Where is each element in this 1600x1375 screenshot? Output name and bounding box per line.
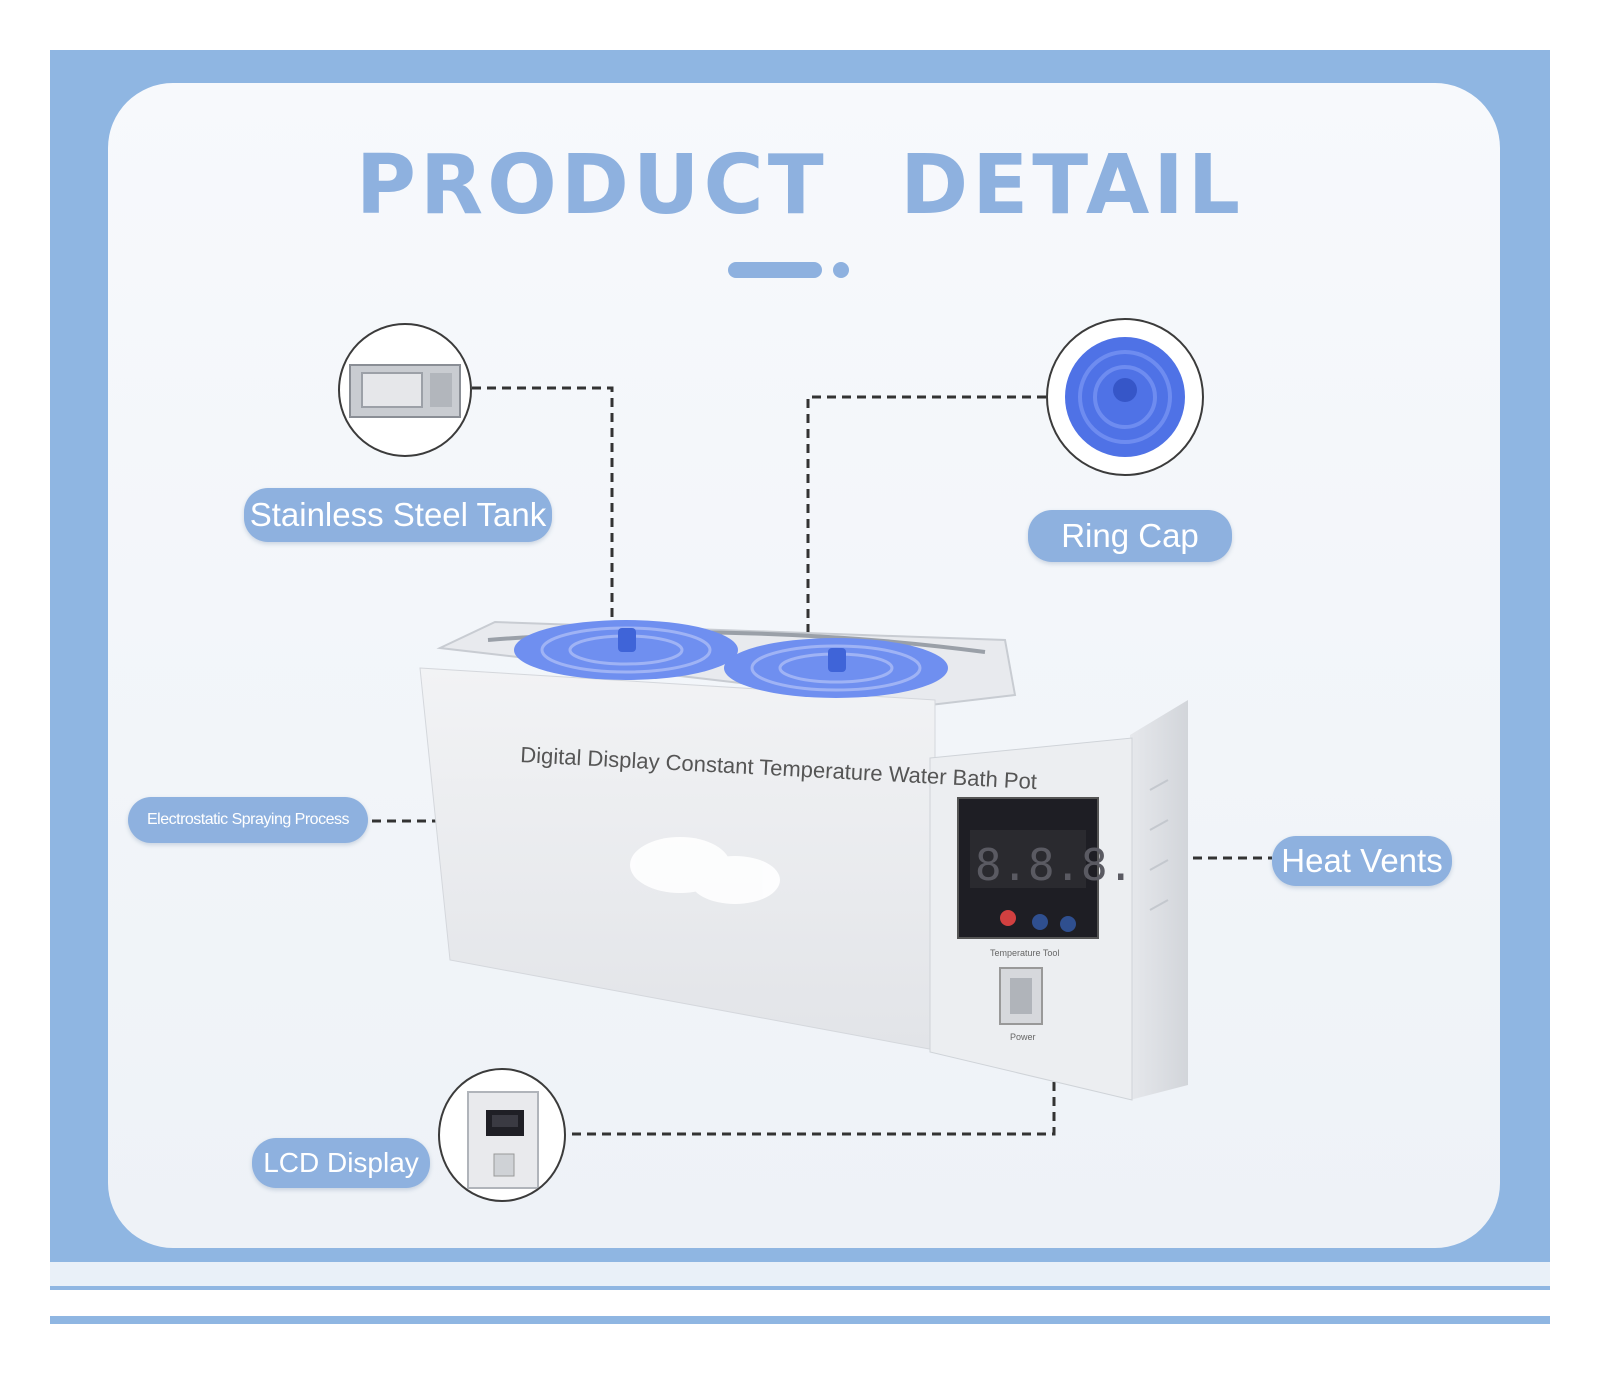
label-heat-vents: Heat Vents (1272, 836, 1452, 886)
title-underline-dot (833, 262, 849, 278)
label-ring-cap: Ring Cap (1028, 510, 1232, 562)
ring-cap-icon (1065, 337, 1185, 457)
tank-leader-line (472, 386, 614, 710)
lcd-icon (467, 1091, 539, 1189)
ring-cap-inset (1046, 318, 1204, 476)
tank-icon (349, 364, 461, 418)
display-readout: 8.8.8. (975, 840, 1134, 891)
lcd-display-inset (438, 1068, 566, 1202)
label-lcd-display: LCD Display (252, 1138, 430, 1188)
bottom-divider (50, 1316, 1550, 1324)
page-title: PRODUCT DETAIL (355, 138, 1245, 233)
panel-caption: Temperature Tool (990, 948, 1059, 958)
title-underline-bar (728, 262, 822, 278)
ring-cap-left (514, 620, 738, 680)
switch-caption: Power (1010, 1032, 1036, 1042)
label-stainless-steel-tank: Stainless Steel Tank (244, 488, 552, 542)
ring-cap-right (724, 638, 948, 698)
label-electrostatic-spraying: Electrostatic Spraying Process (128, 797, 368, 843)
stainless-tank-inset (338, 323, 472, 457)
water-bath-device: Digital Display Constant Temperature Wat… (419, 620, 1188, 1101)
bottom-strip (50, 1262, 1550, 1286)
ring-cap-leader-line (806, 395, 1046, 650)
